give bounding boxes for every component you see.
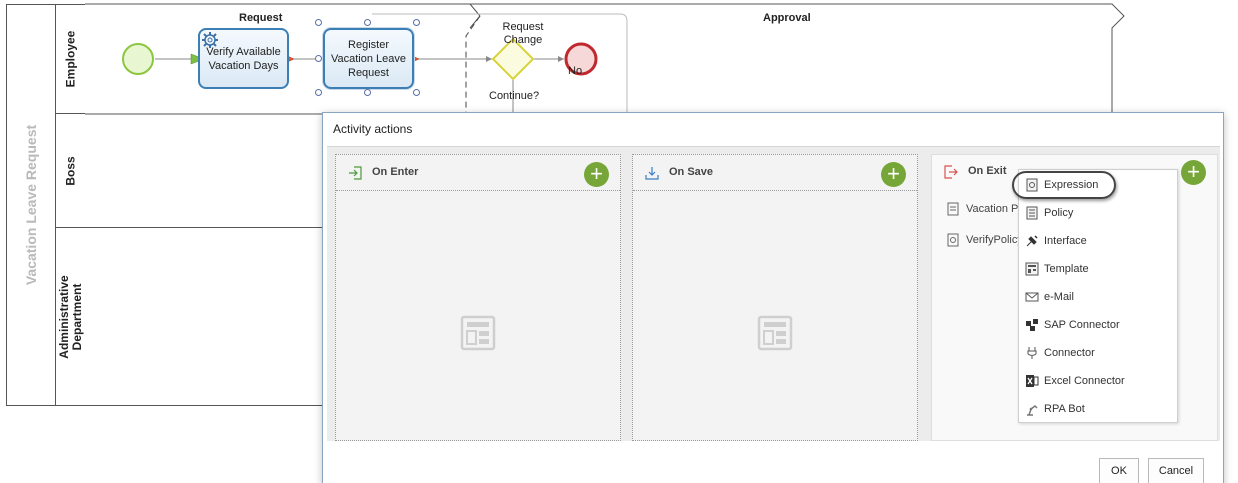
panel-header-on-exit: On Exit + [932, 155, 1217, 191]
menu-item-sap-connector[interactable]: SAP Connector [1025, 315, 1120, 335]
exit-action-item[interactable]: Vacation Po [946, 202, 1025, 216]
expression-icon [1026, 178, 1038, 192]
connector-icon [1027, 347, 1037, 359]
selection-handle[interactable] [413, 89, 420, 96]
add-action-menu: Expression Policy Interface Template [1018, 169, 1178, 423]
menu-item-label: Expression [1044, 179, 1099, 191]
menu-item-interface[interactable]: Interface [1025, 231, 1087, 251]
gateway [491, 37, 535, 81]
end-event [564, 42, 598, 76]
panel-title-on-enter: On Enter [372, 166, 419, 178]
menu-item-connector[interactable]: Connector [1025, 343, 1095, 363]
menu-item-label: Policy [1044, 207, 1074, 219]
selection-handle[interactable] [315, 89, 322, 96]
task-register-leave-request[interactable]: Register Vacation Leave Request [323, 28, 414, 89]
add-on-enter-button[interactable]: + [584, 162, 609, 187]
task-register-label: Register Vacation Leave Request [330, 38, 407, 79]
start-event [122, 43, 154, 75]
highlight-ring [1012, 171, 1116, 199]
menu-item-policy[interactable]: Policy [1025, 203, 1073, 223]
selection-handle[interactable] [413, 19, 420, 26]
policy-icon [947, 202, 959, 216]
gateway-no-label: No [568, 65, 583, 77]
cancel-button[interactable]: Cancel [1148, 458, 1204, 483]
panel-header-on-enter: On Enter + [336, 155, 620, 191]
sap-connector-icon [1026, 319, 1038, 331]
panel-header-on-save: On Save + [633, 155, 917, 191]
task-verify-label: Verify Available Vacation Days [206, 45, 281, 72]
enter-icon [349, 166, 362, 180]
lane-label-employee: Employee [55, 4, 86, 114]
lane-area-boss[interactable] [85, 113, 325, 228]
dialog-title: Activity actions [333, 122, 413, 136]
exit-action-item[interactable]: VerifyPolicy [946, 233, 1023, 247]
menu-item-label: Excel Connector [1044, 375, 1125, 387]
panel-title-on-save: On Save [669, 166, 714, 178]
empty-list-icon [757, 315, 793, 351]
selection-handle[interactable] [315, 19, 322, 26]
lane-area-administrative[interactable] [85, 227, 325, 406]
policy-icon [1026, 206, 1038, 220]
gateway-top-label: Request Change [502, 21, 544, 46]
exit-action-label: VerifyPolicy [966, 233, 1023, 246]
add-on-save-button[interactable]: + [881, 162, 906, 187]
expression-icon [947, 233, 959, 247]
excel-connector-icon [1026, 375, 1039, 387]
gateway-bottom-label: Continue? [489, 90, 540, 102]
phase-approval: Approval [763, 12, 811, 24]
email-icon [1025, 292, 1039, 302]
panel-on-save: On Save + [632, 154, 918, 441]
menu-item-excel-connector[interactable]: Excel Connector [1025, 371, 1125, 391]
menu-item-label: RPA Bot [1044, 403, 1085, 415]
menu-item-label: SAP Connector [1044, 319, 1120, 331]
selection-handle[interactable] [315, 55, 322, 62]
selection-handle[interactable] [364, 89, 371, 96]
menu-item-rpa-bot[interactable]: RPA Bot [1025, 399, 1085, 419]
menu-item-expression[interactable]: Expression [1025, 175, 1098, 195]
ok-button[interactable]: OK [1099, 458, 1139, 483]
selection-handle[interactable] [364, 19, 371, 26]
gear-icon [202, 32, 218, 48]
empty-list-icon [460, 315, 496, 351]
pool-label: Vacation Leave Request [6, 4, 56, 406]
task-verify-vacation-days[interactable]: Verify Available Vacation Days [198, 28, 289, 89]
menu-item-label: Connector [1044, 347, 1095, 359]
save-icon [645, 167, 659, 180]
menu-item-email[interactable]: e-Mail [1025, 287, 1074, 307]
panel-title-on-exit: On Exit [968, 165, 1007, 177]
phase-request: Request [239, 12, 283, 24]
menu-item-label: Template [1044, 263, 1089, 275]
interface-icon [1026, 235, 1038, 247]
add-on-exit-button[interactable]: + [1181, 160, 1206, 185]
exit-icon [944, 165, 958, 179]
exit-action-label: Vacation Po [966, 202, 1025, 215]
panel-on-enter: On Enter + [335, 154, 621, 441]
rpa-bot-icon [1027, 405, 1038, 416]
menu-item-template[interactable]: Template [1025, 259, 1089, 279]
template-icon [1025, 262, 1039, 276]
menu-item-label: Interface [1044, 235, 1087, 247]
menu-item-label: e-Mail [1044, 291, 1074, 303]
